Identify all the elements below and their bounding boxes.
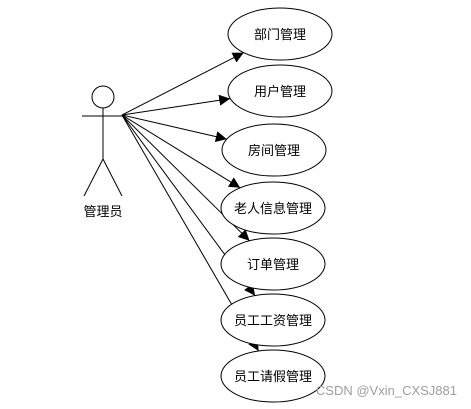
use-case-label-user: 用户管理	[254, 84, 306, 100]
use-case-label-dept: 部门管理	[254, 28, 306, 43]
use-case-label-order: 订单管理	[247, 258, 299, 273]
use-case-ellipse-elder	[220, 181, 326, 235]
use-case-ellipse-room	[221, 123, 327, 177]
use-case-elder: 老人信息管理	[220, 181, 326, 235]
use-case-label-salary: 员工工资管理	[234, 314, 312, 329]
association-arrow-dept	[121, 52, 244, 116]
watermark-text: CSDN @Vxin_CXSJ881	[315, 383, 457, 398]
use-case-ellipse-order	[220, 237, 326, 291]
actor-left-leg	[83, 158, 104, 197]
use-case-ellipse-dept	[227, 7, 333, 61]
use-case-ellipse-user	[227, 64, 333, 118]
actor-figure	[82, 85, 124, 197]
use-case-room: 房间管理	[221, 123, 327, 177]
association-arrow-elder	[121, 114, 241, 189]
use-case-order: 订单管理	[220, 237, 326, 291]
use-case-label-leave: 员工请假管理	[234, 370, 312, 385]
use-case-ellipse-salary	[220, 293, 326, 347]
actor-right-leg	[102, 158, 123, 197]
association-arrow-user	[121, 94, 231, 116]
use-case-salary: 员工工资管理	[220, 293, 326, 347]
actor-head	[91, 85, 115, 109]
use-case-label-room: 房间管理	[248, 143, 300, 159]
use-case-dept: 部门管理	[227, 7, 333, 61]
use-case-ellipse-leave	[220, 349, 326, 403]
use-case-label-elder: 老人信息管理	[234, 201, 312, 217]
actor-label: 管理员	[83, 205, 122, 220]
use-case-leave: 员工请假管理	[220, 349, 326, 403]
use-case-user: 用户管理	[227, 64, 333, 118]
association-arrow-room	[121, 114, 227, 142]
